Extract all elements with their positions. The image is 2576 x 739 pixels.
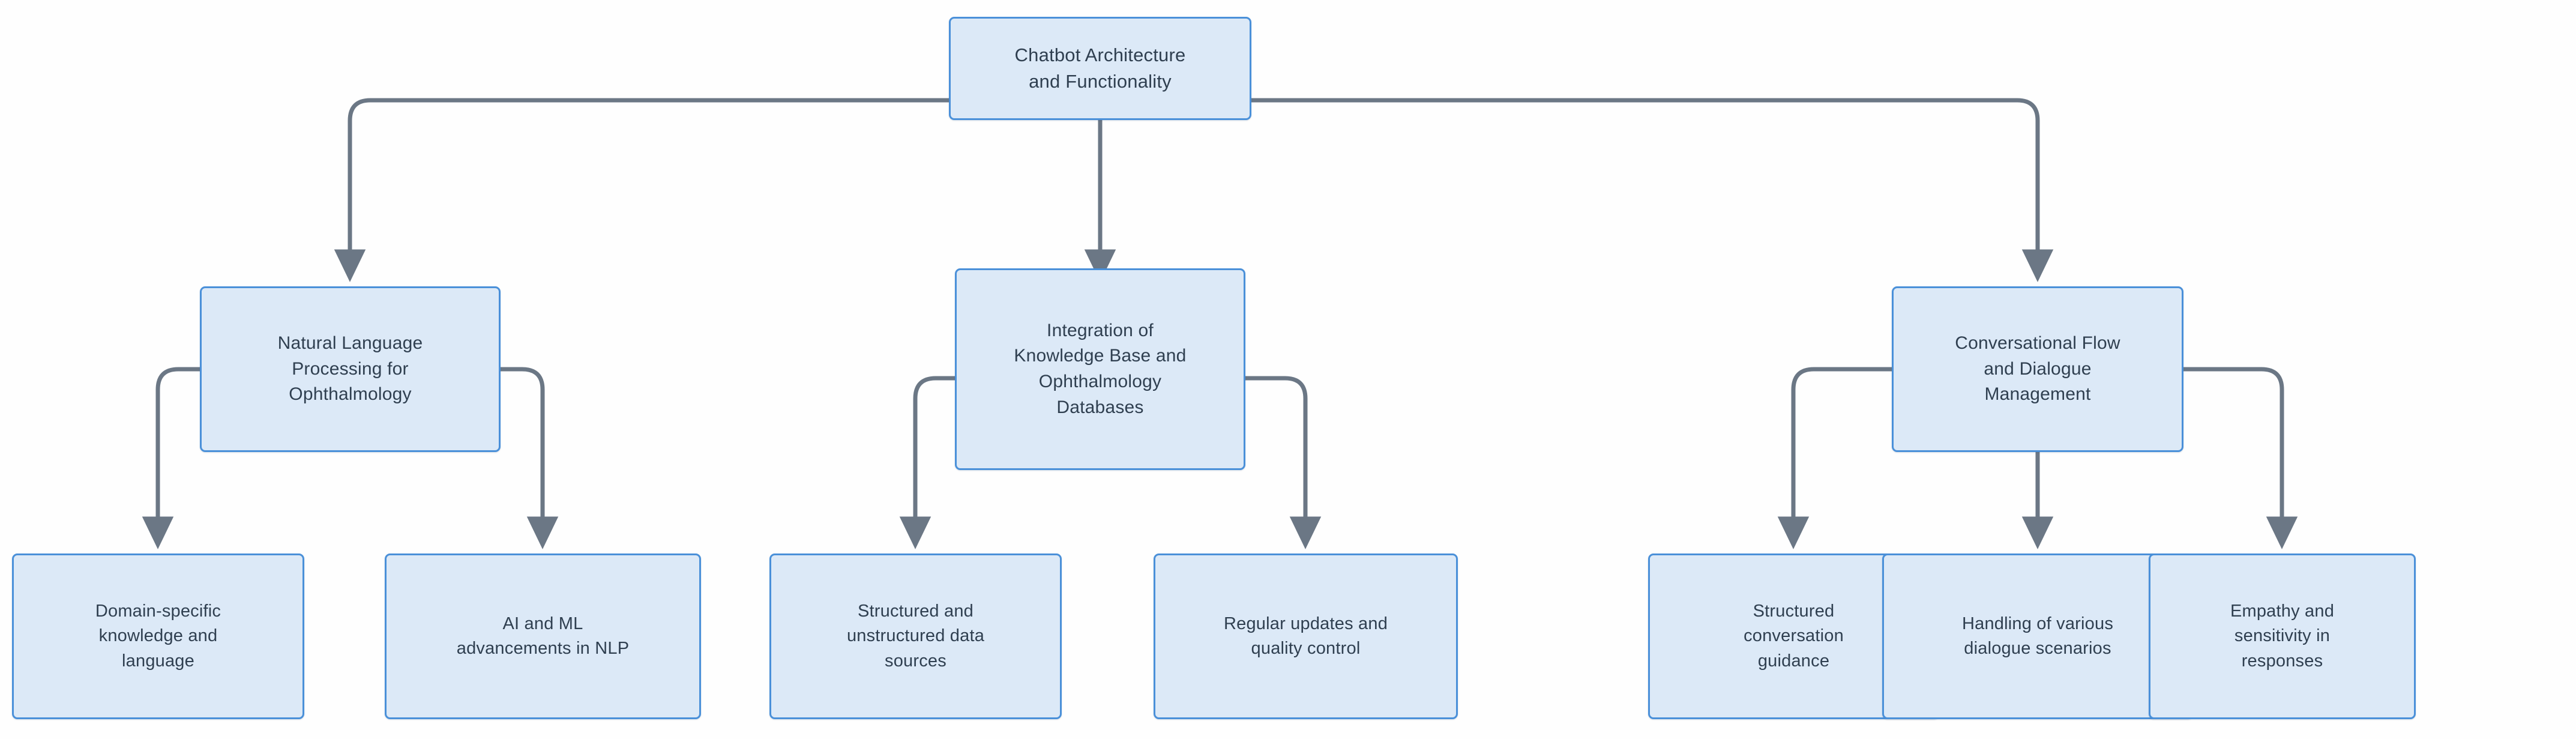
node-leaf-domain-knowledge-label: Domain-specific knowledge and language [95, 602, 221, 671]
node-leaf-ai-ml-label: AI and ML advancements in NLP [456, 614, 630, 658]
node-leaf-data-sources[interactable]: Structured and unstructured data sources [769, 553, 1062, 719]
edge-knowledge-base-to-data-sources [899, 376, 955, 549]
edge-nlp-to-ai-ml [501, 367, 559, 549]
node-leaf-conversation-guidance-label: Structured conversation guidance [1744, 602, 1844, 671]
node-root-label: Chatbot Architecture and Functionality [1014, 44, 1186, 92]
node-leaf-domain-knowledge[interactable]: Domain-specific knowledge and language [12, 553, 304, 719]
node-branch-knowledge-base[interactable]: Integration of Knowledge Base and Ophtha… [955, 268, 1245, 470]
edge-root-to-dialogue [1251, 98, 2054, 282]
node-branch-knowledge-base-label: Integration of Knowledge Base and Ophtha… [1014, 320, 1187, 417]
node-branch-dialogue-label: Conversational Flow and Dialogue Managem… [1955, 333, 2120, 405]
node-leaf-data-sources-label: Structured and unstructured data sources [846, 602, 985, 671]
node-branch-nlp-label: Natural Language Processing for Ophthalm… [277, 333, 423, 405]
node-leaf-ai-ml[interactable]: AI and ML advancements in NLP [385, 553, 701, 719]
edge-dialogue-to-empathy [2183, 367, 2298, 549]
node-leaf-updates[interactable]: Regular updates and quality control [1154, 553, 1458, 719]
node-root[interactable]: Chatbot Architecture and Functionality [949, 17, 1251, 120]
edge-knowledge-base-to-updates [1245, 376, 1322, 549]
node-branch-nlp[interactable]: Natural Language Processing for Ophthalm… [200, 286, 501, 452]
node-leaf-empathy-label: Empathy and sensitivity in responses [2230, 602, 2335, 671]
node-leaf-updates-label: Regular updates and quality control [1223, 614, 1388, 658]
edge-dialogue-to-conversation-guidance [1777, 367, 1892, 549]
edge-nlp-to-domain-knowledge [142, 367, 200, 549]
node-branch-dialogue[interactable]: Conversational Flow and Dialogue Managem… [1892, 286, 2183, 452]
node-leaf-dialogue-scenarios[interactable]: Handling of various dialogue scenarios [1882, 553, 2193, 719]
node-leaf-empathy[interactable]: Empathy and sensitivity in responses [2149, 553, 2416, 719]
edge-root-to-nlp [334, 98, 949, 282]
node-leaf-dialogue-scenarios-label: Handling of various dialogue scenarios [1961, 614, 2114, 658]
